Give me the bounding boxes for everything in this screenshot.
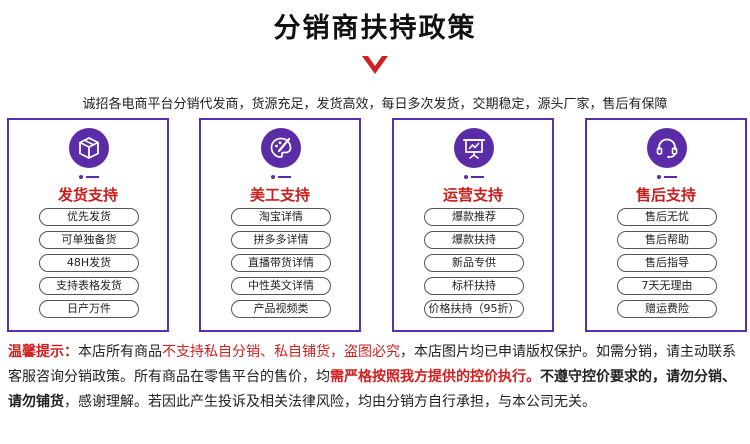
pill-item: 可单独备货 (39, 231, 139, 249)
divider-mark (464, 175, 486, 179)
pill-item: 标杆扶持 (424, 277, 524, 295)
notice-price-rule: 需严格按照我方提供的控价执行。 (330, 369, 540, 385)
pill-item: 支持表格发货 (39, 277, 139, 295)
headset-icon (647, 128, 687, 168)
pill-item: 赠运费险 (617, 300, 717, 318)
pill-item: 直播带货详情 (231, 254, 331, 272)
notice-warning: 不支持私自分销、私自铺货，盗图必究 (162, 344, 400, 360)
divider-mark (271, 175, 293, 179)
pill-item: 淘宝详情 (231, 208, 331, 226)
notice-text: ，感谢理解。若因此产生投诉及相关法律风险，均由分销方自行承担，与本公司无关。 (64, 394, 596, 410)
card-title: 发货支持 (57, 186, 118, 204)
pill-item: 7天无理由 (617, 277, 717, 295)
support-cards: 发货支持 优先发货 可单独备货 48H发货 支持表格发货 日产万件 美工支持 淘… (7, 118, 747, 334)
pill-item: 拼多多详情 (231, 231, 331, 249)
pill-item: 48H发货 (39, 254, 139, 272)
pill-item: 中性英文详情 (231, 277, 331, 295)
card-title: 运营支持 (442, 186, 503, 204)
presentation-board-icon (454, 128, 494, 168)
divider-mark (79, 175, 101, 179)
card-title: 美工支持 (249, 186, 310, 204)
card-operations-support: 运营支持 爆款推荐 爆款扶持 新品专供 标杆扶持 价格扶持（95折） (392, 118, 554, 332)
card-title: 售后支持 (635, 186, 696, 204)
pill-item: 售后无忧 (617, 208, 717, 226)
notice-label: 温馨提示： (8, 344, 78, 360)
notice-text: ，本店图片均已申请版权保护。如需分销，请主动联系客服咨询分销政策。所有商品在零售… (8, 344, 736, 385)
page-subtitle: 诚招各电商平台分销代发商，货源充足，发货高效，每日多次发货，交期稳定，源头厂家，… (82, 97, 668, 112)
card-design-support: 美工支持 淘宝详情 拼多多详情 直播带货详情 中性英文详情 产品视频类 (199, 118, 361, 332)
pill-item: 产品视频类 (231, 300, 331, 318)
box-icon (69, 128, 109, 168)
pill-item: 爆款推荐 (424, 208, 524, 226)
chevron-down-icon (362, 56, 388, 74)
notice-bold: 不遵守控价要求的，请勿分销、请勿铺货 (8, 369, 736, 410)
warm-notice: 温馨提示：本店所有商品不支持私自分销、私自铺货，盗图必究，本店图片均已申请版权保… (8, 340, 746, 415)
pill-item: 新品专供 (424, 254, 524, 272)
pill-item: 爆款扶持 (424, 231, 524, 249)
palette-brush-icon (261, 128, 301, 168)
notice-text: 本店所有商品 (78, 344, 162, 360)
card-shipping-support: 发货支持 优先发货 可单独备货 48H发货 支持表格发货 日产万件 (7, 118, 169, 332)
pill-item: 优先发货 (39, 208, 139, 226)
card-aftersales-support: 售后支持 售后无忧 售后帮助 售后指导 7天无理由 赠运费险 (585, 118, 747, 332)
pill-item: 日产万件 (39, 300, 139, 318)
divider-mark (657, 175, 679, 179)
page-title: 分销商扶持政策 (273, 13, 477, 44)
pill-item: 售后帮助 (617, 231, 717, 249)
pill-item: 价格扶持（95折） (424, 300, 524, 318)
pill-item: 售后指导 (617, 254, 717, 272)
